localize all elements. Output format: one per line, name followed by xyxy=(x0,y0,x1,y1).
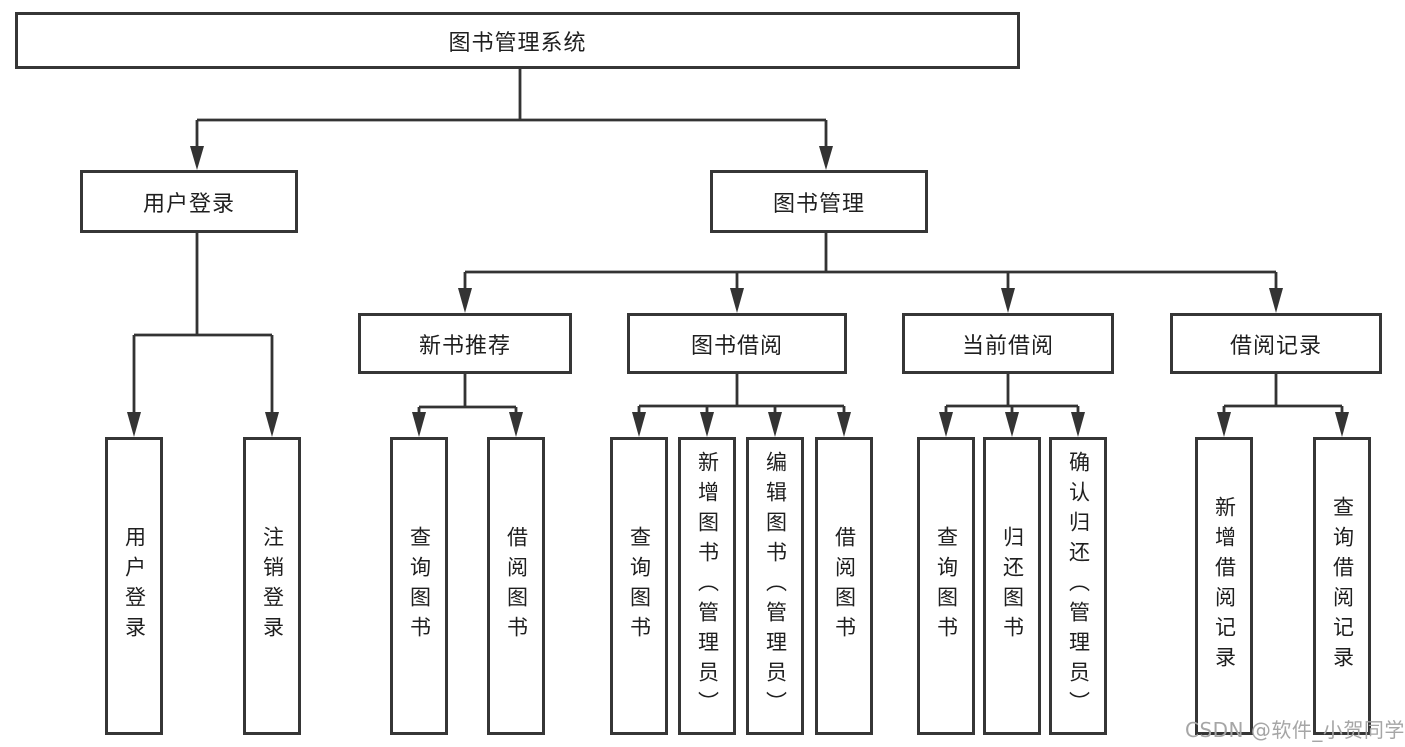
leaf-user-login: 用户登录 xyxy=(105,437,163,735)
node-book-management: 图书管理 xyxy=(710,170,928,233)
watermark-text: CSDN @软件_小贺同学 xyxy=(1185,718,1405,742)
leaf-query-books-borrow: 查询图书 xyxy=(610,437,668,735)
node-label: 图书管理 xyxy=(772,191,865,217)
leaf-label: 用户登录 xyxy=(122,526,147,646)
leaf-query-books-current: 查询图书 xyxy=(917,437,975,735)
leaf-label: 查询图书 xyxy=(934,526,959,646)
leaf-label: 查询图书 xyxy=(407,526,432,646)
node-borrowing-records: 借阅记录 xyxy=(1170,313,1382,374)
node-label: 图书借阅 xyxy=(690,333,783,359)
node-label: 图书管理系统 xyxy=(448,30,587,56)
node-label: 借阅记录 xyxy=(1229,333,1322,359)
leaf-return-books: 归还图书 xyxy=(983,437,1041,735)
leaf-label: 借阅图书 xyxy=(504,526,529,646)
node-book-borrowing: 图书借阅 xyxy=(627,313,847,374)
leaf-add-borrow-record: 新增借阅记录 xyxy=(1195,437,1253,735)
node-label: 新书推荐 xyxy=(418,333,511,359)
leaf-label: 编辑图书（管理员） xyxy=(763,451,788,721)
node-label: 用户登录 xyxy=(142,191,235,217)
node-new-book-recommendation: 新书推荐 xyxy=(358,313,572,374)
node-user-login: 用户登录 xyxy=(80,170,298,233)
leaf-label: 借阅图书 xyxy=(832,526,857,646)
node-library-management-system: 图书管理系统 xyxy=(15,12,1020,69)
leaf-confirm-return-admin: 确认归还（管理员） xyxy=(1049,437,1107,735)
leaf-label: 归还图书 xyxy=(1000,526,1025,646)
leaf-label: 注销登录 xyxy=(260,526,285,646)
leaf-query-borrow-record: 查询借阅记录 xyxy=(1313,437,1371,735)
leaf-label: 查询借阅记录 xyxy=(1330,496,1355,676)
node-label: 当前借阅 xyxy=(961,333,1054,359)
leaf-label: 新增图书（管理员） xyxy=(695,451,720,721)
leaf-logout: 注销登录 xyxy=(243,437,301,735)
node-current-borrowing: 当前借阅 xyxy=(902,313,1114,374)
leaf-query-books-recommend: 查询图书 xyxy=(390,437,448,735)
leaf-label: 确认归还（管理员） xyxy=(1066,451,1091,721)
leaf-label: 查询图书 xyxy=(627,526,652,646)
leaf-edit-books-admin: 编辑图书（管理员） xyxy=(746,437,804,735)
leaf-add-books-admin: 新增图书（管理员） xyxy=(678,437,736,735)
leaf-borrow-books: 借阅图书 xyxy=(815,437,873,735)
leaf-label: 新增借阅记录 xyxy=(1212,496,1237,676)
leaf-borrow-books-recommend: 借阅图书 xyxy=(487,437,545,735)
